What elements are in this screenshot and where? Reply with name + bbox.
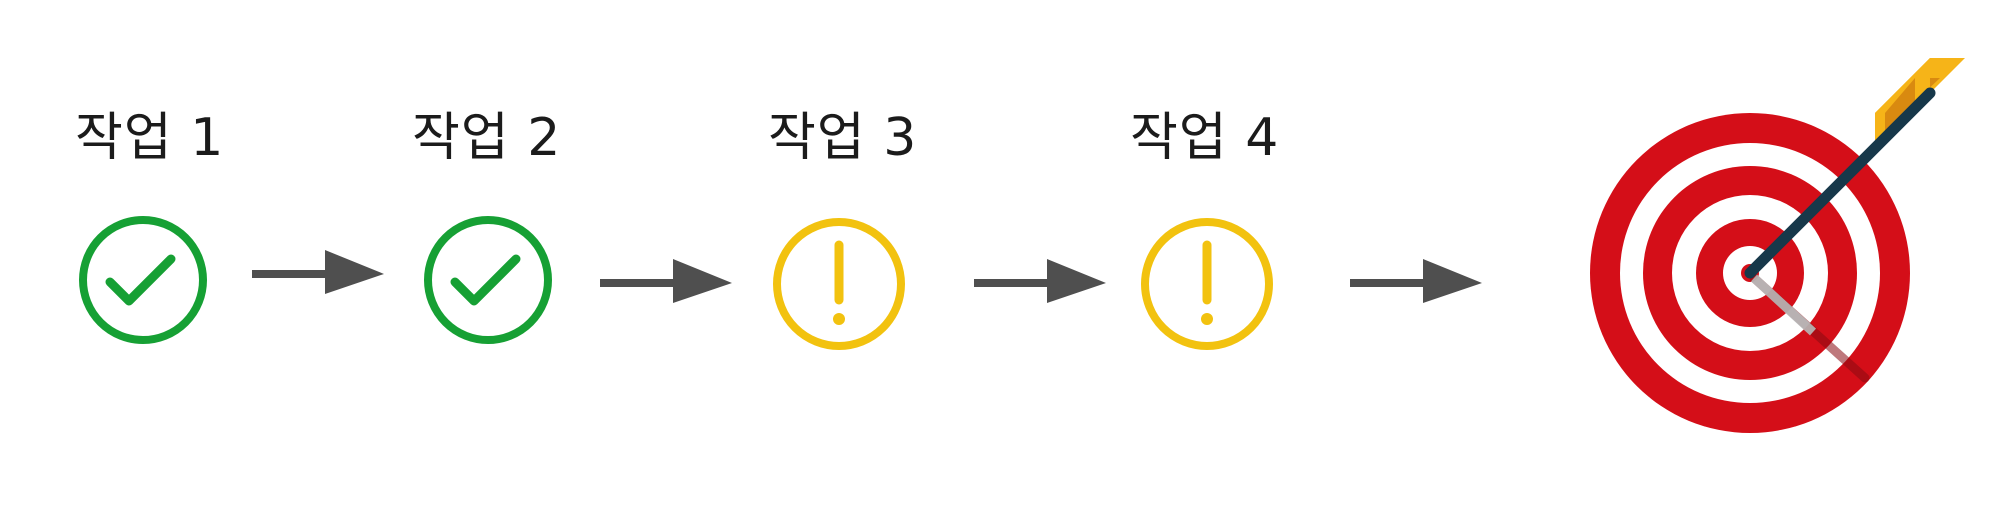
exclamation-circle-icon [773, 218, 905, 350]
arrow-right-icon [974, 259, 1106, 303]
check-circle-icon [424, 216, 552, 344]
exclamation-circle-icon [1141, 218, 1273, 350]
arrow-right-icon [1350, 259, 1482, 303]
step-2-label: 작업 2 [412, 108, 562, 168]
check-circle-icon [79, 216, 207, 344]
arrow-right-icon [252, 250, 384, 294]
step-4-label: 작업 4 [1130, 108, 1280, 168]
bullseye-target-arrow-icon [1590, 58, 1965, 433]
step-3-label: 작업 3 [768, 108, 918, 168]
step-1-label: 작업 1 [75, 108, 225, 168]
arrow-right-icon [600, 259, 732, 303]
